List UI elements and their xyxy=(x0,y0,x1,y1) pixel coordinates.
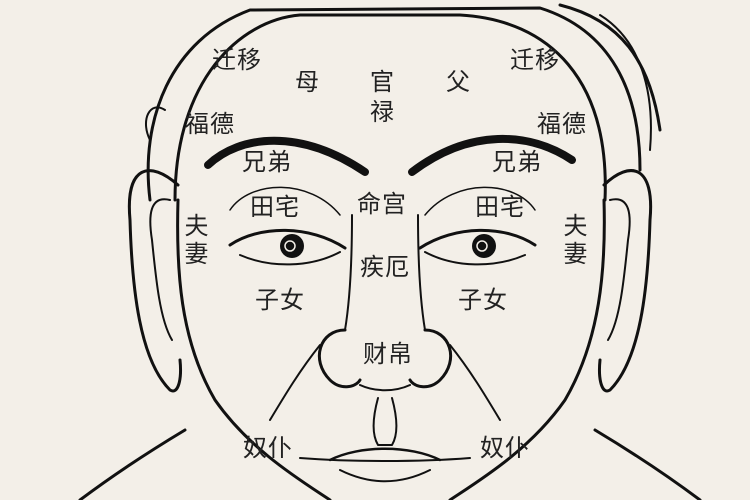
label-jie: 疾厄 xyxy=(360,253,410,281)
label-zinv-left: 子女 xyxy=(255,286,305,314)
hair-curl-left xyxy=(145,106,166,141)
nose-tip xyxy=(359,384,411,392)
label-mu: 母 xyxy=(295,68,320,96)
philtrum xyxy=(372,397,398,446)
label-fuqi-left: 夫妻 xyxy=(184,212,210,268)
label-lu: 禄 xyxy=(370,98,395,126)
label-fu: 父 xyxy=(446,68,471,96)
nose-bridge-right xyxy=(417,214,426,331)
label-xiongdi-right: 兄弟 xyxy=(492,148,542,176)
label-guan: 官 xyxy=(370,68,395,96)
label-qianyi-right: 迁移 xyxy=(510,46,560,74)
label-xiongdi-left: 兄弟 xyxy=(242,148,292,176)
label-fude-left: 福德 xyxy=(185,110,235,138)
mouth-lower xyxy=(339,469,431,483)
nose-wing-right xyxy=(408,328,453,389)
label-fuqi-right: 夫妻 xyxy=(563,212,589,268)
mouth-line xyxy=(299,457,471,462)
eye-left-upper xyxy=(228,228,347,250)
label-tianzhai-right: 田宅 xyxy=(475,193,525,221)
hair-strand-right-2 xyxy=(599,14,652,151)
eye-arc-left xyxy=(229,186,341,216)
ear-right xyxy=(598,169,653,393)
pupil-left xyxy=(280,234,304,258)
ear-left xyxy=(127,169,182,393)
eye-arc-right xyxy=(424,186,536,216)
mouth-upper xyxy=(328,447,442,462)
label-caibo: 财帛 xyxy=(363,340,413,368)
label-nupu-right: 奴仆 xyxy=(480,434,530,462)
nose-wing-left xyxy=(317,328,362,389)
hair-outline xyxy=(146,6,642,202)
face-outline-left xyxy=(176,198,332,500)
eye-left-lower xyxy=(239,251,341,266)
pupil-left-highlight xyxy=(284,240,296,252)
fold-right xyxy=(449,344,501,421)
eye-right-upper xyxy=(418,228,537,250)
pupil-right-highlight xyxy=(476,240,488,252)
label-zinv-right: 子女 xyxy=(458,286,508,314)
label-minggong: 命宫 xyxy=(357,190,407,218)
nose-bridge-left xyxy=(344,214,353,331)
eye-right-lower xyxy=(424,251,526,266)
label-tianzhai-left: 田宅 xyxy=(250,193,300,221)
face-outline-right xyxy=(448,198,606,500)
ear-right-inner xyxy=(607,198,631,341)
pupil-right xyxy=(472,234,496,258)
eyebrow-left xyxy=(204,136,369,176)
label-nupu-left: 奴仆 xyxy=(243,434,293,462)
neck-left xyxy=(78,428,187,500)
label-fude-right: 福德 xyxy=(537,110,587,138)
ear-left-inner xyxy=(149,198,173,341)
hair-strand-right xyxy=(558,3,662,132)
hairline xyxy=(173,13,607,202)
neck-right xyxy=(593,428,702,500)
fold-left xyxy=(269,344,321,421)
eyebrow-right xyxy=(408,135,576,176)
label-qianyi-left: 迁移 xyxy=(212,46,262,74)
